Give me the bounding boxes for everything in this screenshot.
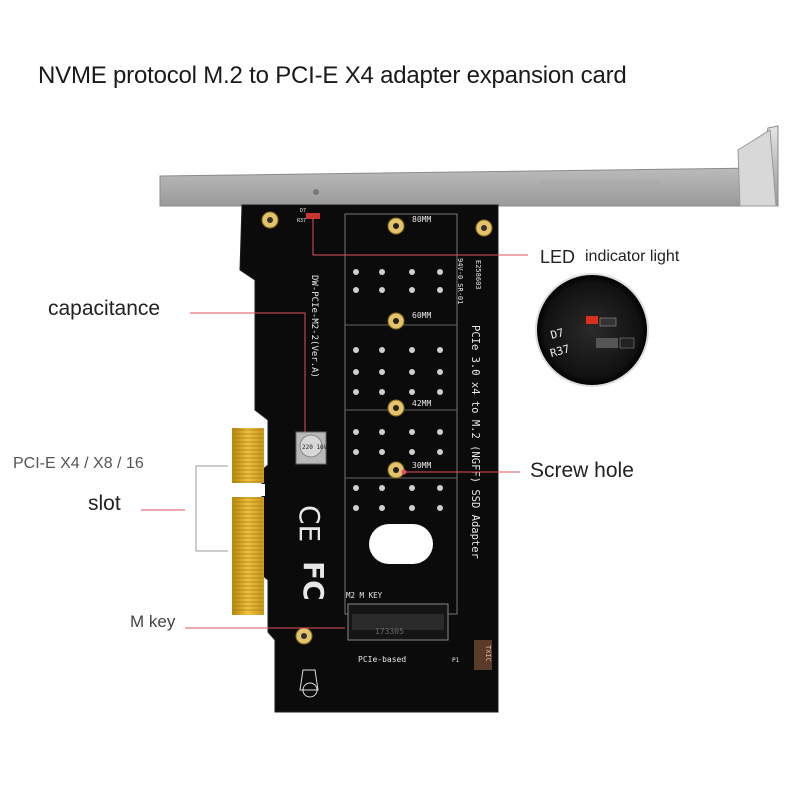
via-dot xyxy=(379,369,385,375)
via-dot xyxy=(437,449,443,455)
svg-text:60MM: 60MM xyxy=(412,311,431,320)
pci-bracket xyxy=(159,125,779,207)
via-dot xyxy=(379,347,385,353)
brand-plate: TXIC xyxy=(474,640,492,670)
svg-text:30MM: 30MM xyxy=(412,461,431,470)
board-code: E258603 xyxy=(474,260,482,290)
via-dot xyxy=(437,347,443,353)
page-title: NVME protocol M.2 to PCI-E X4 adapter ex… xyxy=(38,62,627,89)
svg-text:D7: D7 xyxy=(300,208,306,214)
led-indicator: D7 R37 xyxy=(297,208,320,224)
board-cutout xyxy=(369,524,433,564)
via-dot xyxy=(437,269,443,275)
via-dot xyxy=(379,429,385,435)
via-dot xyxy=(379,269,385,275)
svg-text:173305: 173305 xyxy=(375,627,404,636)
via-dot xyxy=(409,287,415,293)
via-dot xyxy=(409,449,415,455)
svg-text:CE: CE xyxy=(293,505,326,542)
via-dot xyxy=(409,369,415,375)
callout-capacitance: capacitance xyxy=(48,297,161,320)
via-dot xyxy=(353,347,359,353)
via-dot xyxy=(353,429,359,435)
led-zoom-bubble: D7 R37 xyxy=(535,273,649,387)
via-dot xyxy=(379,449,385,455)
via-dot xyxy=(409,505,415,511)
via-dot xyxy=(353,505,359,511)
svg-text:80MM: 80MM xyxy=(412,215,431,224)
board-model: DW-PCIe-M2-2(Ver.A) xyxy=(309,275,319,378)
via-dot xyxy=(379,485,385,491)
via-dot xyxy=(409,347,415,353)
via-dot xyxy=(353,287,359,293)
board-cert: 94V-0 SR-01 xyxy=(456,258,464,304)
svg-text:M2 M KEY: M2 M KEY xyxy=(346,591,383,600)
svg-text:R37: R37 xyxy=(297,218,306,224)
callout-lines xyxy=(141,218,528,629)
via-dot xyxy=(437,429,443,435)
via-dot xyxy=(437,287,443,293)
svg-text:TXIC: TXIC xyxy=(484,645,492,662)
capacitor: 220 16V xyxy=(295,431,328,465)
via-dot xyxy=(379,389,385,395)
callout-slot: slot xyxy=(88,492,121,515)
via-dot xyxy=(409,485,415,491)
svg-text:PCIe-based: PCIe-based xyxy=(358,655,406,664)
svg-text:FC: FC xyxy=(297,561,330,601)
via-dot xyxy=(353,269,359,275)
via-dot-grid xyxy=(353,269,443,511)
via-dot xyxy=(353,485,359,491)
finger-pin-lines xyxy=(234,429,262,611)
slot-bracket-line xyxy=(195,465,228,552)
via-dot xyxy=(409,389,415,395)
callout-m-key: M key xyxy=(130,612,176,631)
via-dot xyxy=(437,505,443,511)
via-dot xyxy=(379,505,385,511)
via-dot xyxy=(379,287,385,293)
via-dot xyxy=(409,269,415,275)
length-marks: 80MM 60MM 42MM 30MM xyxy=(412,215,431,470)
board-description: PCIe 3.0 x4 to M.2 (NGFF) SSD Adapter xyxy=(469,325,481,559)
screw-holes xyxy=(261,211,493,645)
callout-pcie: PCI-E X4 / X8 / 16 xyxy=(13,455,144,472)
via-dot xyxy=(437,485,443,491)
via-dot xyxy=(353,369,359,375)
via-dot xyxy=(437,369,443,375)
svg-text:P1: P1 xyxy=(452,657,460,664)
via-dot xyxy=(437,389,443,395)
callout-screw-hole: Screw hole xyxy=(530,459,634,482)
certification-marks: CE FC xyxy=(293,505,330,698)
callout-led: LED xyxy=(540,247,576,267)
svg-text:D7: D7 xyxy=(549,326,565,342)
callout-led-sub: indicator light xyxy=(585,248,680,265)
via-dot xyxy=(409,429,415,435)
via-dot xyxy=(353,389,359,395)
svg-text:220 16V: 220 16V xyxy=(302,444,328,451)
m2-connector: 173305 M2 M KEY PCIe-based P1 xyxy=(346,591,460,664)
via-dot xyxy=(353,449,359,455)
svg-text:42MM: 42MM xyxy=(412,399,431,408)
svg-text:R37: R37 xyxy=(549,342,572,360)
pcie-gold-fingers xyxy=(231,428,265,615)
